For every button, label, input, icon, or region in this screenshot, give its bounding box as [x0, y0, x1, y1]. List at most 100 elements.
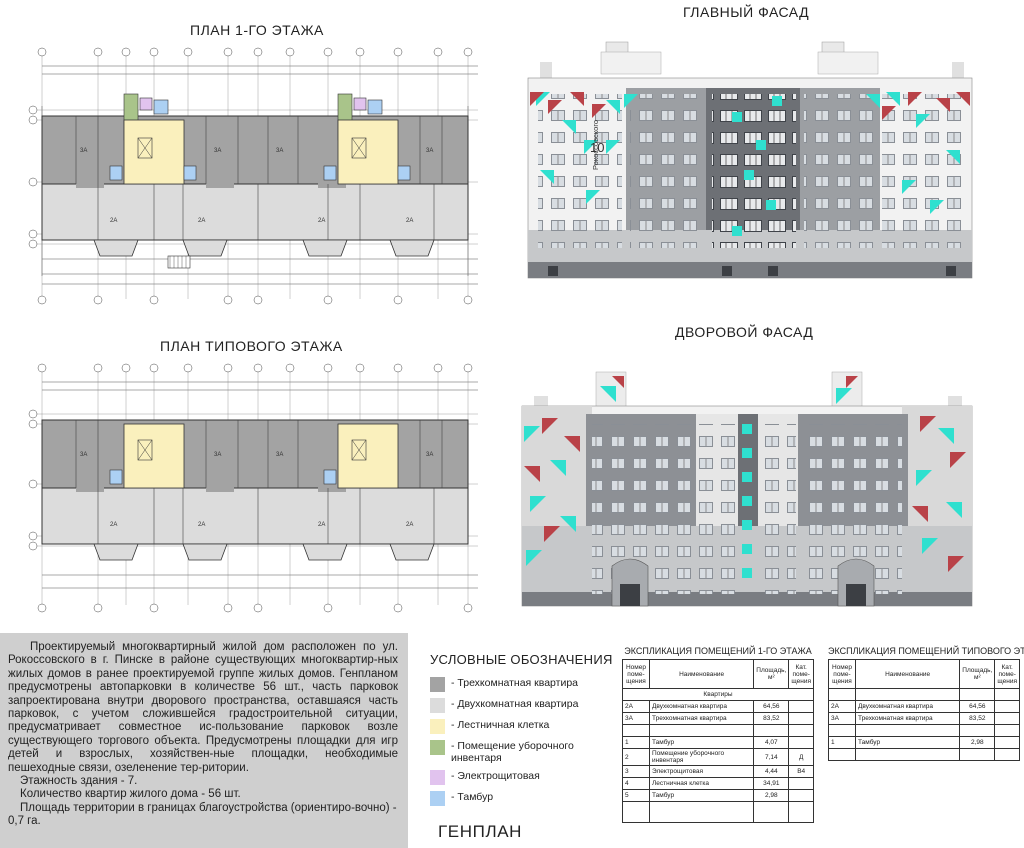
plan-first-floor-title: ПЛАН 1-ГО ЭТАЖА — [190, 22, 324, 38]
table-cell — [994, 700, 1020, 713]
room-tag: 2А — [110, 522, 117, 528]
floors-count: Этажность здания - 7. — [20, 775, 138, 788]
table-cell: 2А — [828, 700, 856, 713]
table-cell: Д — [788, 748, 814, 766]
table-cell: 7,14 — [753, 748, 790, 766]
header-cell: Площадь, м² — [753, 659, 790, 689]
header-cell: Кат. поме-щения — [788, 659, 814, 689]
legend-swatch — [430, 791, 445, 806]
table-cell — [788, 712, 814, 725]
street-sign: Рокоссовского — [591, 120, 600, 170]
apartments-count: Количество квартир жилого дома - 56 шт. — [20, 788, 241, 801]
table-cell: Трехкомнатная квартира — [648, 712, 755, 725]
legend-item: - Тамбур — [430, 791, 610, 812]
room-tag: 2А — [110, 218, 117, 224]
legend-swatch — [430, 698, 445, 713]
legend-swatch — [430, 740, 445, 755]
table-cell: Помещение уборочного инвентаря — [648, 748, 755, 766]
legend-label: - Лестничная клетка — [451, 719, 550, 731]
room-tag: 3А — [214, 452, 221, 458]
table-cell: 4,07 — [753, 736, 790, 749]
table-cell — [788, 736, 814, 749]
legend-swatch — [430, 770, 445, 785]
header-cell: Номер поме-щения — [828, 659, 856, 689]
room-tag: 3А — [426, 452, 433, 458]
table-cell: 1 — [828, 736, 856, 749]
table-cell: 64,56 — [753, 700, 790, 713]
spacer-row — [828, 748, 1020, 761]
table-cell — [994, 712, 1020, 725]
header-cell: Кат. поме-щения — [994, 659, 1020, 689]
header-cell: Площадь, м² — [959, 659, 996, 689]
table-cell — [788, 700, 814, 713]
legend-label: - Двухкомнатная квартира — [451, 698, 579, 710]
project-description: Проектируемый многоквартирный жилой дом … — [0, 633, 408, 848]
room-tag: 3А — [80, 148, 87, 154]
room-tag: 2А — [318, 522, 325, 528]
house-number: 10 — [590, 140, 604, 155]
table-cell — [788, 777, 814, 790]
table-cell: 83,52 — [753, 712, 790, 725]
legend-title: УСЛОВНЫЕ ОБОЗНАЧЕНИЯ — [430, 652, 613, 667]
room-tag: 3А — [276, 148, 283, 154]
legend-item: - Двухкомнатная квартира — [430, 698, 610, 719]
description-paragraph: Проектируемый многоквартирный жилой дом … — [8, 641, 398, 774]
legend-swatch — [430, 719, 445, 734]
table-cell: Лестничная клетка — [648, 777, 755, 790]
table-section-row: Квартиры — [622, 688, 814, 701]
table-cell: 2А — [622, 700, 650, 713]
table-cell: Тамбур — [648, 736, 755, 749]
table-cell: В4 — [788, 765, 814, 778]
yard-facade-title: ДВОРОВОЙ ФАСАД — [675, 324, 814, 340]
explication-first-title: ЭКСПЛИКАЦИЯ ПОМЕЩЕНИЙ 1-ГО ЭТАЖА — [624, 646, 812, 656]
spacer-row — [622, 801, 814, 823]
explication-typical-title: ЭКСПЛИКАЦИЯ ПОМЕЩЕНИЙ ТИПОВОГО ЭТАЖА — [828, 646, 1024, 656]
plan-typical-floor-title: ПЛАН ТИПОВОГО ЭТАЖА — [160, 338, 343, 354]
legend-item: - Лестничная клетка — [430, 719, 610, 740]
spacer-row — [828, 724, 1020, 737]
table-cell: 4,44 — [753, 765, 790, 778]
room-tag: 3А — [214, 148, 221, 154]
header-cell: Номер поме-щения — [622, 659, 650, 689]
room-tag: 2А — [406, 522, 413, 528]
room-tag: 2А — [198, 218, 205, 224]
table-header-row: Номер поме-щения Наименование Площадь, м… — [622, 659, 814, 689]
room-tag: 3А — [80, 452, 87, 458]
main-facade-drawing: Рокоссовского 10 — [527, 41, 973, 279]
explication-typical-floor: ЭКСПЛИКАЦИЯ ПОМЕЩЕНИЙ ТИПОВОГО ЭТАЖА Ном… — [828, 646, 1024, 761]
spacer-row — [622, 724, 814, 737]
table-cell: 64,56 — [959, 700, 996, 713]
room-tag: 2А — [406, 218, 413, 224]
explication-first-table: Номер поме-щения Наименование Площадь, м… — [622, 659, 814, 823]
legend: УСЛОВНЫЕ ОБОЗНАЧЕНИЯ - Трехкомнатная ква… — [430, 652, 613, 812]
room-tag: 2А — [318, 218, 325, 224]
legend-item: - Трехкомнатная квартира — [430, 677, 610, 698]
legend-label: - Электрощитовая — [451, 770, 540, 782]
table-cell: 2,98 — [959, 736, 996, 749]
yard-facade-drawing — [521, 371, 973, 607]
genplan-title: ГЕНПЛАН — [438, 822, 523, 841]
section-label: Квартиры — [622, 688, 814, 701]
table-cell: 4 — [622, 777, 650, 790]
table-cell — [788, 789, 814, 802]
explication-typical-table: Номер поме-щения Наименование Площадь, м… — [828, 659, 1020, 761]
typical-floor-plan: 3А 3А 3А 3А 2А 2А 2А 2А — [28, 363, 478, 613]
main-facade-title: ГЛАВНЫЙ ФАСАД — [683, 4, 810, 20]
table-cell: Тамбур — [854, 736, 961, 749]
table-cell: 2 — [622, 748, 650, 766]
table-header-row: Номер поме-щения Наименование Площадь, м… — [828, 659, 1020, 689]
table-cell: Двухкомнатная квартира — [854, 700, 961, 713]
table-cell: 34,91 — [753, 777, 790, 790]
legend-item: - Электрощитовая — [430, 770, 610, 791]
table-cell: 1 — [622, 736, 650, 749]
header-cell: Наименование — [854, 659, 961, 689]
legend-label: - Трехкомнатная квартира — [451, 677, 579, 689]
